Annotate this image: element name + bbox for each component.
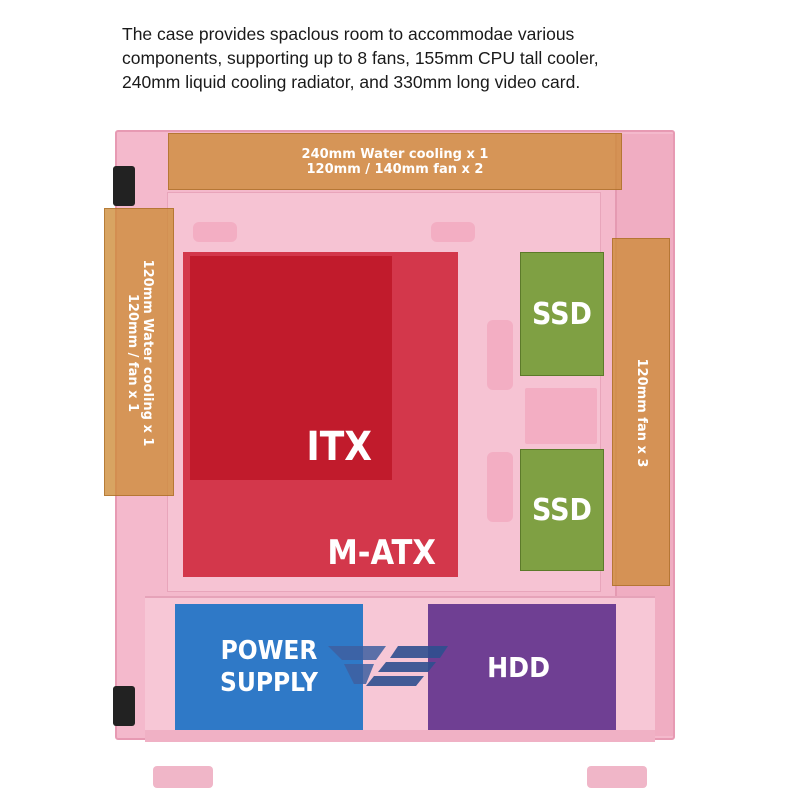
cable-cutout bbox=[431, 222, 475, 242]
case-bottom bbox=[145, 730, 655, 742]
description-line: The case provides spaclous room to accom… bbox=[122, 24, 575, 44]
top-fan-label-line1: 240mm Water cooling x 1 bbox=[301, 146, 489, 162]
cable-cutout bbox=[487, 320, 513, 390]
description-line: 240mm liquid cooling radiator, and 330mm… bbox=[122, 72, 581, 92]
itx-zone: ITX bbox=[190, 256, 392, 480]
door-hinge-icon bbox=[113, 166, 135, 206]
power-supply-zone: POWER SUPPLY bbox=[175, 604, 363, 730]
ssd-zone-top: SSD bbox=[520, 252, 604, 376]
ssd-label: SSD bbox=[532, 492, 592, 528]
ssd-label: SSD bbox=[532, 296, 592, 332]
description-line: components, supporting up to 8 fans, 155… bbox=[122, 48, 599, 68]
psu-label-line2: SUPPLY bbox=[220, 668, 318, 698]
brand-logo-icon bbox=[328, 646, 448, 686]
psu-label-line1: POWER bbox=[220, 636, 318, 666]
matx-label: M-ATX bbox=[327, 533, 436, 573]
cable-cutout bbox=[193, 222, 237, 242]
description-text: The case provides spaclous room to accom… bbox=[122, 22, 742, 94]
hdd-label: HDD bbox=[487, 650, 550, 684]
ssd-zone-bottom: SSD bbox=[520, 449, 604, 571]
right-fan-zone: 120mm fan x 3 bbox=[612, 238, 670, 586]
drive-cage bbox=[525, 388, 597, 444]
case-foot bbox=[587, 766, 647, 788]
cable-cutout bbox=[487, 452, 513, 522]
door-hinge-icon bbox=[113, 686, 135, 726]
right-fan-label: 120mm fan x 3 bbox=[634, 358, 650, 468]
left-fan-zone: 120mm Water cooling x 1 120mm / fan x 1 bbox=[104, 208, 174, 496]
top-fan-label-line2: 120mm / 140mm fan x 2 bbox=[306, 161, 484, 177]
left-fan-label-line1: 120mm Water cooling x 1 bbox=[140, 259, 155, 447]
left-fan-label-line2: 120mm / fan x 1 bbox=[125, 293, 140, 413]
top-fan-zone: 240mm Water cooling x 1 120mm / 140mm fa… bbox=[168, 133, 622, 190]
case-foot bbox=[153, 766, 213, 788]
itx-label: ITX bbox=[306, 424, 372, 470]
hdd-zone: HDD bbox=[428, 604, 616, 730]
